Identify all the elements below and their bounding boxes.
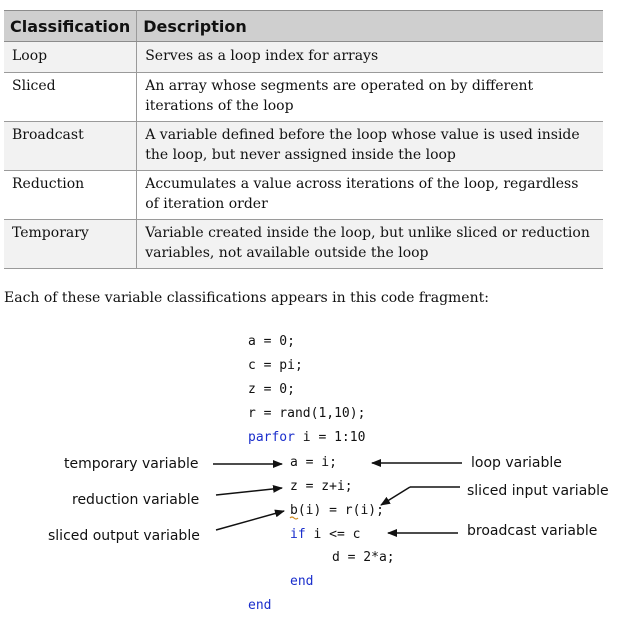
cell-classification: Reduction: [4, 170, 138, 220]
label-sliced-output-variable: sliced output variable: [48, 528, 200, 544]
label-reduction-variable: reduction variable: [72, 492, 200, 508]
code-text: i = 1:10: [294, 430, 366, 445]
table-header-row: Classification Description: [4, 10, 603, 42]
header-classification: Classification: [4, 10, 138, 42]
cell-description: A variable defined before the loop whose…: [136, 121, 603, 171]
table-row: Loop Serves as a loop index for arrays: [4, 41, 603, 73]
arrow-sliced-output: [215, 509, 285, 531]
squiggle-underline: [289, 516, 299, 520]
variable-classification-table: Classification Description Loop Serves a…: [4, 10, 603, 269]
intro-paragraph: Each of these variable classifications a…: [4, 290, 489, 306]
label-sliced-input-variable: sliced input variable: [467, 483, 609, 499]
code-line: c = pi;: [248, 358, 303, 373]
cell-classification: Temporary: [4, 219, 138, 269]
arrow-sliced-input: [380, 486, 411, 506]
header-description: Description: [136, 10, 603, 42]
code-line: if i <= c: [290, 527, 360, 543]
cell-classification: Broadcast: [4, 121, 138, 171]
code-line: b(i) = r(i);: [290, 503, 384, 518]
table-row: Reduction Accumulates a value across ite…: [4, 170, 603, 220]
keyword-end: end: [290, 574, 314, 589]
keyword-end: end: [248, 598, 272, 613]
code-line: a = i;: [290, 455, 337, 470]
code-text: i <= c: [305, 527, 361, 542]
cell-description: An array whose segments are operated on …: [136, 72, 603, 122]
label-loop-variable: loop variable: [471, 455, 562, 471]
code-line: r = rand(1,10);: [248, 406, 366, 421]
cell-classification: Sliced: [4, 72, 138, 122]
cell-classification: Loop: [4, 41, 138, 73]
arrow-reduction: [215, 484, 283, 496]
table-row: Broadcast A variable defined before the …: [4, 121, 603, 171]
table-row: Temporary Variable created inside the lo…: [4, 219, 603, 269]
cell-description: Accumulates a value across iterations of…: [136, 170, 603, 220]
code-line: parfor i = 1:10: [248, 430, 365, 446]
cell-description: Variable created inside the loop, but un…: [136, 219, 603, 269]
label-broadcast-variable: broadcast variable: [467, 523, 598, 539]
code-line: z = 0;: [248, 382, 295, 397]
cell-description: Serves as a loop index for arrays: [136, 41, 603, 73]
code-line: d = 2*a;: [332, 550, 395, 565]
keyword-parfor: parfor: [248, 430, 295, 445]
code-line: z = z+i;: [290, 479, 353, 494]
table-row: Sliced An array whose segments are opera…: [4, 72, 603, 122]
keyword-if: if: [290, 527, 306, 542]
code-line: a = 0;: [248, 334, 295, 349]
label-temporary-variable: temporary variable: [64, 456, 199, 472]
